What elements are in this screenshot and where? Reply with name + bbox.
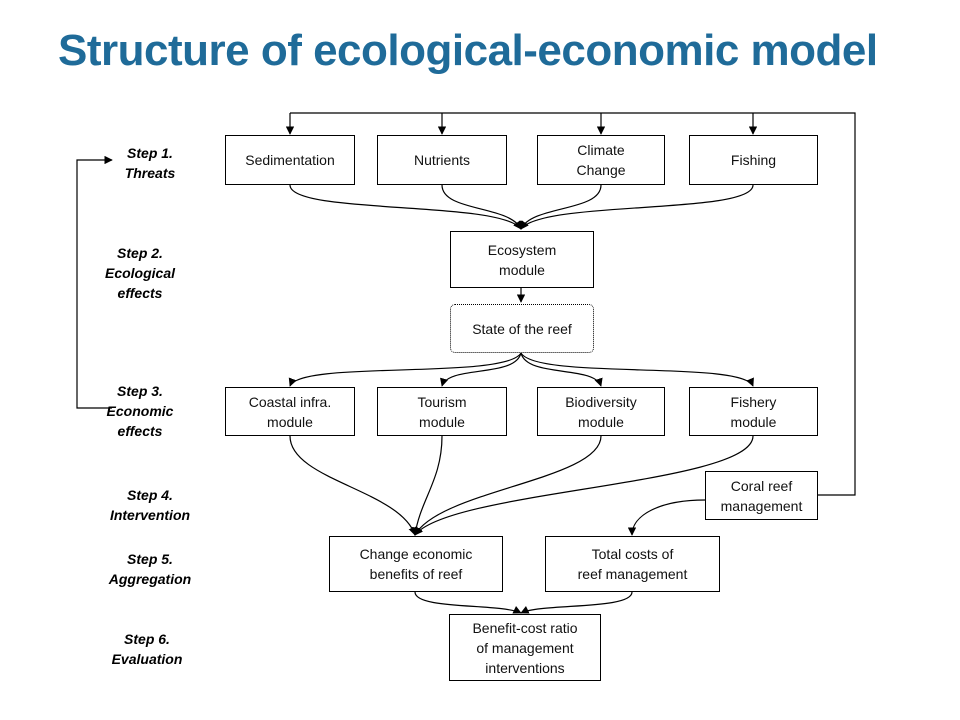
threat-nutrients: Nutrients <box>377 135 507 185</box>
curve-state-coastal <box>288 352 522 387</box>
threat-sedimentation: Sedimentation <box>225 135 355 185</box>
curve-biodiversity-benefits <box>414 435 602 536</box>
step-label-intervention: Step 4. Intervention <box>109 487 191 523</box>
biodiversity-module: Biodiversity module <box>537 387 665 436</box>
curve-management-costs <box>627 499 706 536</box>
curve-coastal-benefits <box>289 435 417 536</box>
feedback-connector-right <box>290 112 856 496</box>
state-of-the-reef: State of the reef <box>450 304 594 353</box>
benefit-cost-ratio: Benefit-cost ratio of management interve… <box>449 614 601 681</box>
curve-state-biodiversity <box>520 352 603 387</box>
threat-fishing: Fishing <box>689 135 818 185</box>
coastal-infra-module: Coastal infra. module <box>225 387 355 436</box>
curve-state-tourism <box>440 352 522 387</box>
step-label-threats: Step 1. Threats <box>124 145 176 181</box>
curve-benefits-ratio <box>414 591 522 614</box>
curve-costs-ratio <box>520 591 633 614</box>
step-label-economic-effects: Step 3. Economic effects <box>106 383 174 439</box>
page-title: Structure of ecological-economic model <box>58 26 878 75</box>
step-label-evaluation: Step 6. Evaluation <box>111 631 183 667</box>
curve-tourism-benefits <box>411 435 443 536</box>
curve-sedimentation-ecosystem <box>289 184 522 230</box>
curve-climate-ecosystem <box>520 184 602 230</box>
threat-climate-change: Climate Change <box>537 135 665 185</box>
ecosystem-module: Ecosystem module <box>450 231 594 288</box>
step-label-aggregation: Step 5. Aggregation <box>108 551 192 587</box>
fishery-module: Fishery module <box>689 387 818 436</box>
tourism-module: Tourism module <box>377 387 507 436</box>
coral-reef-management: Coral reef management <box>705 471 818 520</box>
curve-nutrients-ecosystem <box>441 184 522 230</box>
total-costs-management: Total costs of reef management <box>545 536 720 592</box>
change-economic-benefits: Change economic benefits of reef <box>329 536 503 592</box>
curve-fishery-benefits <box>414 435 754 536</box>
curve-state-fishery <box>520 352 754 387</box>
step-loop-connector <box>76 155 113 409</box>
step-label-ecological-effects: Step 2. Ecological effects <box>104 245 176 301</box>
curve-fishing-ecosystem <box>520 184 754 230</box>
